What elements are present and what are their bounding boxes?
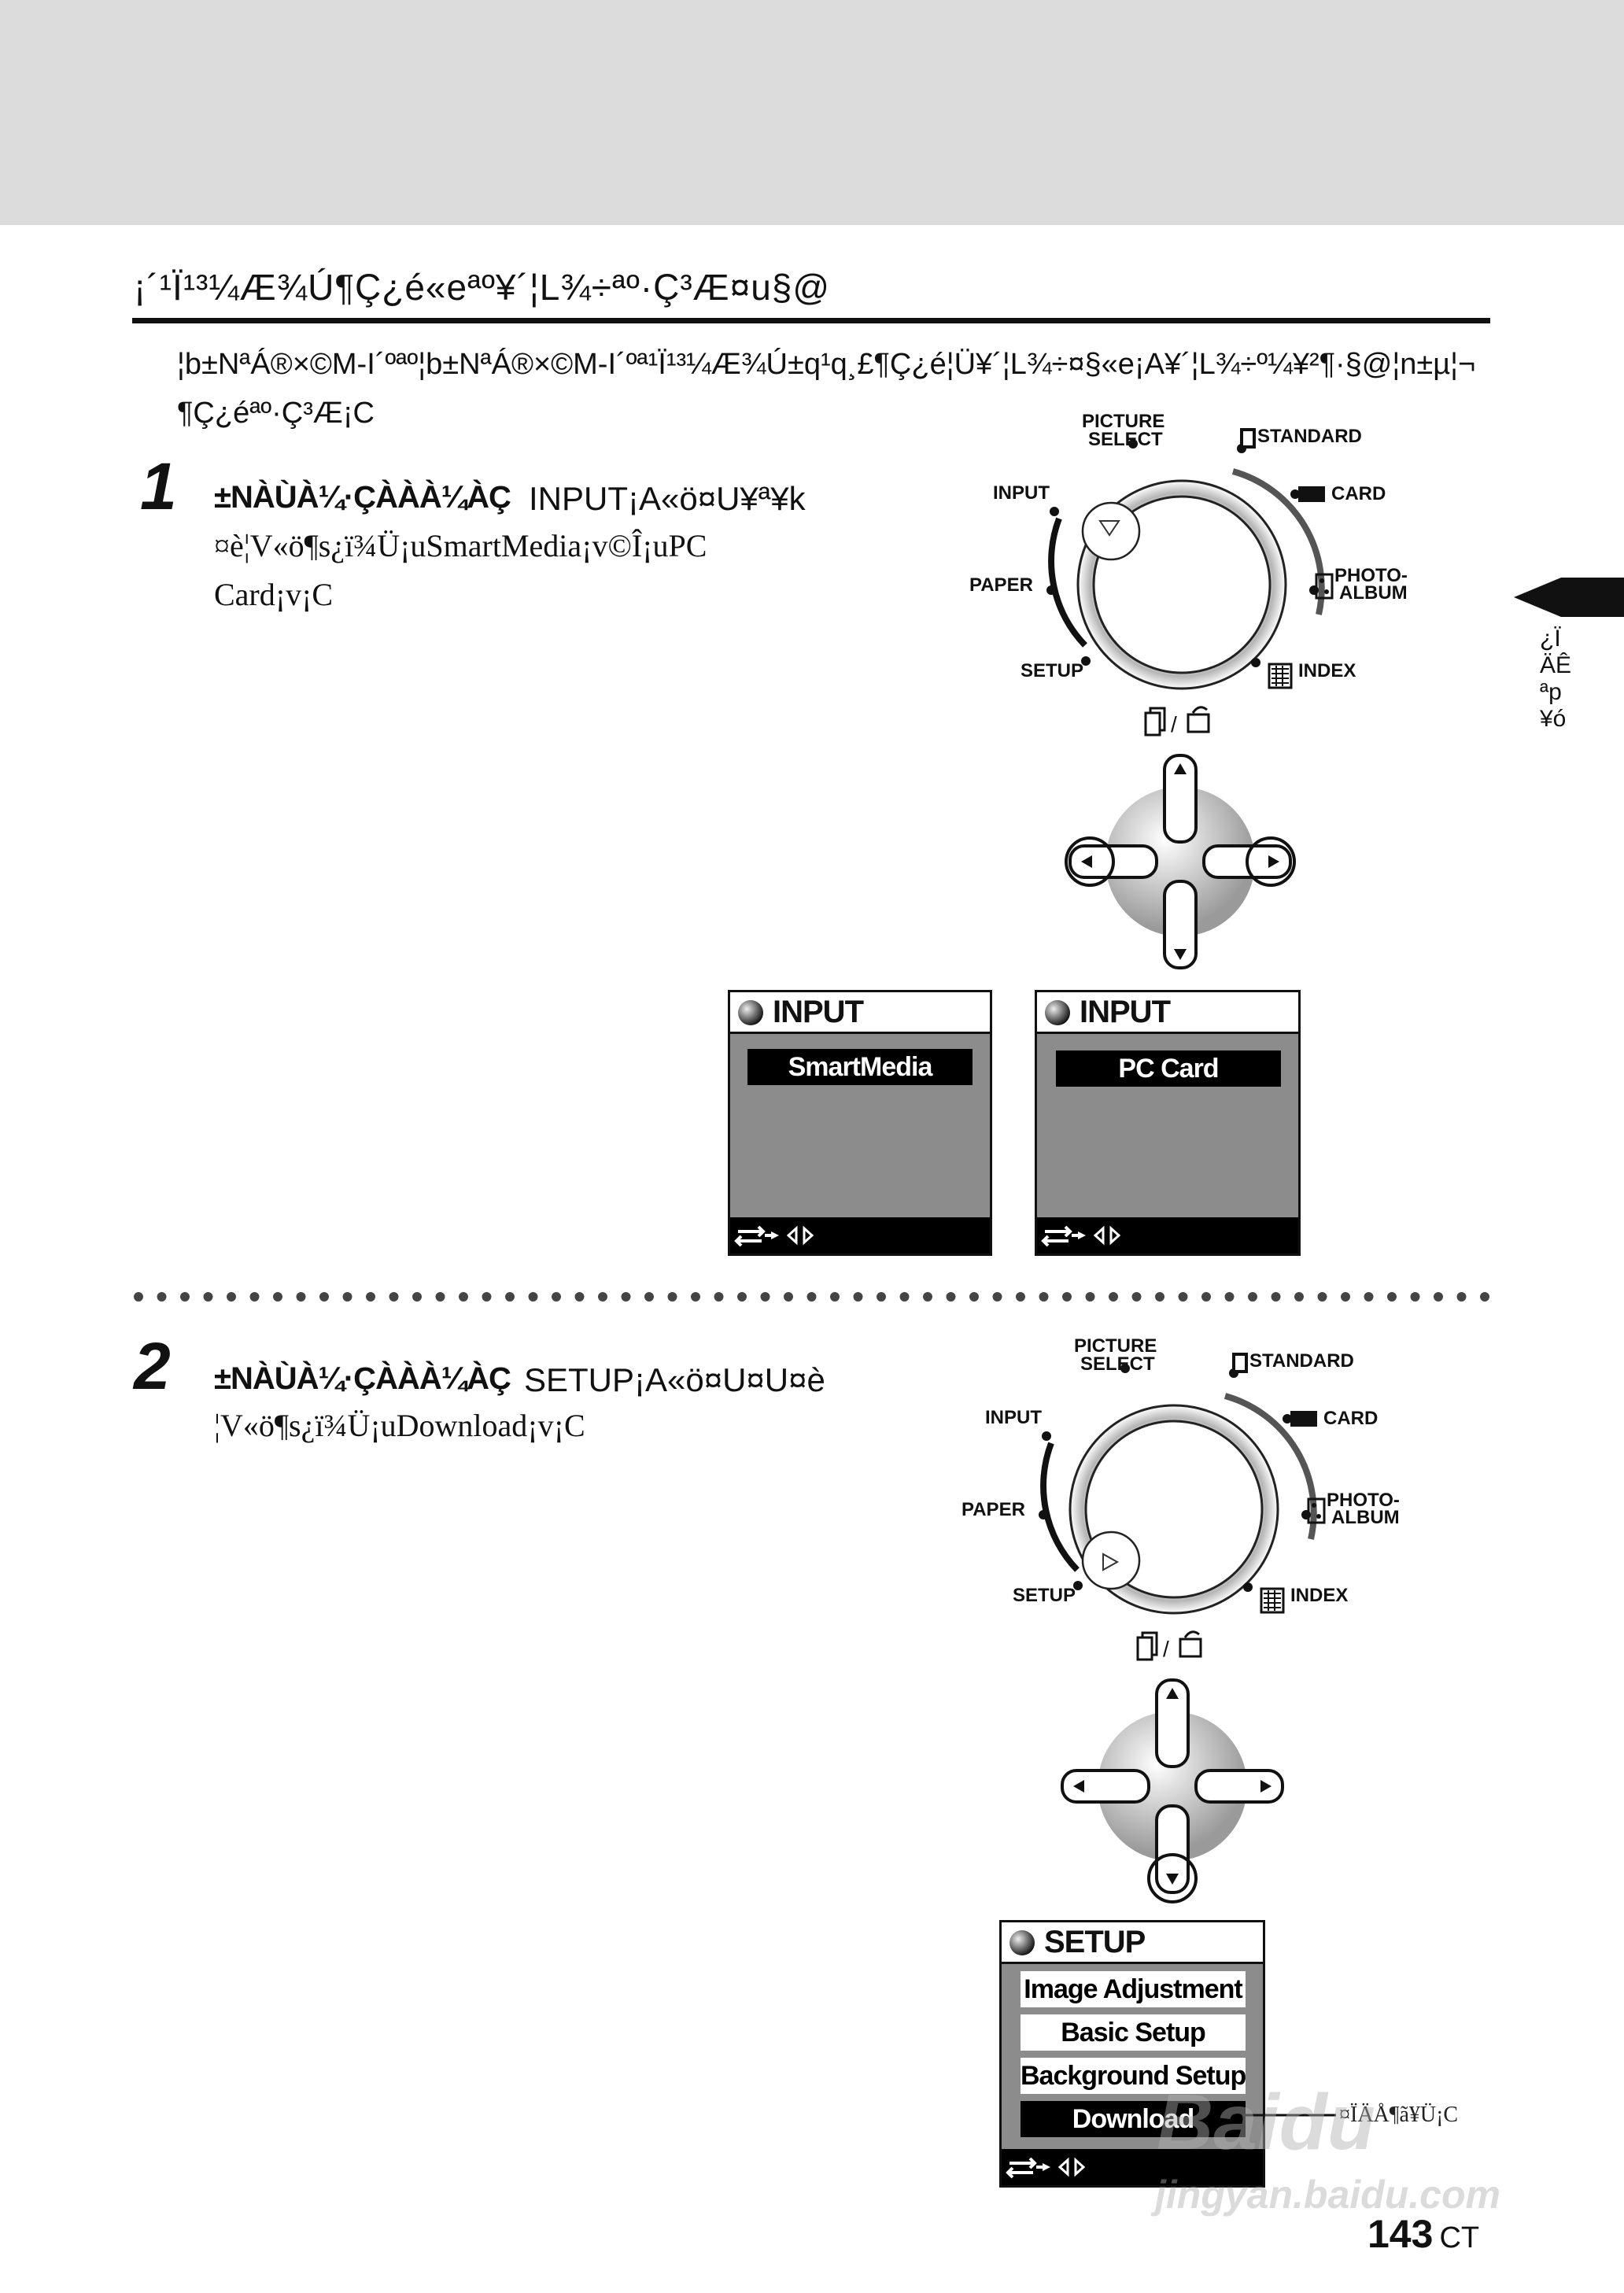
menu-ball-icon xyxy=(738,1000,763,1025)
lcd-option: Image Adjustment xyxy=(1021,1971,1246,2007)
dial-label-standard: STANDARD xyxy=(1249,1350,1354,1372)
left-button xyxy=(1061,1769,1150,1804)
section-tab-text: ¿Ï ÄÊ ªp ¥ó xyxy=(1540,626,1572,732)
picture-select-dial: PICTURE SELECT STANDARD CARD PHOTO- ALBU… xyxy=(961,1335,1400,1661)
index-icon xyxy=(1268,663,1293,689)
step-instruction: ¤è¦V«ö¶s¿ï¾Ü¡uSmartMedia¡v©Î¡uPC xyxy=(214,528,707,563)
top-banner xyxy=(0,0,1624,225)
lcd-screen-setup: SETUP Image Adjustment Basic Setup Backg… xyxy=(999,1920,1265,2188)
photo-album-icon xyxy=(1315,573,1334,600)
dial-label-photo: PHOTO- xyxy=(1334,565,1408,586)
step-instruction: ¦V«ö¶s¿ï¾Ü¡uDownload¡v¡C xyxy=(214,1408,585,1443)
down-highlight-ring xyxy=(1147,1853,1198,1903)
lcd-nav-icons xyxy=(1041,1225,1121,1247)
intro-line: ¦b±NªÁ®×©M-I´ºªº¦b±NªÁ®×©M-I´ºª¹Ï¹³¼Æ¾Ú±… xyxy=(177,348,1476,381)
copy-rotate-icon: / xyxy=(1136,1630,1202,1661)
step-number: 1 xyxy=(140,449,177,523)
step-heading: ±NÀÙÀ¼·ÇÀÀÀ¼ÀÇ xyxy=(214,480,511,515)
direction-pad xyxy=(1065,754,1296,969)
page-title: ¡´¹Ï¹³¼Æ¾Ú¶Ç¿é«eªº¥´¦L¾÷ªº·Ç³Æ¤u§@ xyxy=(134,267,831,308)
lcd-option: Basic Setup xyxy=(1021,2014,1246,2051)
dial-label-picture: PICTURE xyxy=(1082,411,1164,432)
dial-label-card: CARD xyxy=(1323,1408,1378,1429)
dial-label-album: ALBUM xyxy=(1339,582,1408,604)
dial-label-photo: PHOTO- xyxy=(1327,1490,1400,1511)
card-icon xyxy=(1290,1411,1317,1427)
callout-label: ¤ÏÄÅ¶ã¥Ü¡C xyxy=(1339,2103,1459,2127)
dial-label-paper: PAPER xyxy=(969,574,1033,596)
lcd-footer xyxy=(1002,2149,1263,2185)
lcd-footer xyxy=(1037,1217,1298,1254)
copy-rotate-icon: / xyxy=(1144,706,1210,737)
dial-label-paper: PAPER xyxy=(961,1499,1025,1520)
lcd-selected-option: Download xyxy=(1021,2101,1246,2137)
dial-label-setup: SETUP xyxy=(1021,660,1083,681)
watermark: Baidu xyxy=(1157,2078,1375,2166)
lcd-header: INPUT xyxy=(773,995,864,1029)
down-button xyxy=(1155,1804,1190,1894)
title-rule xyxy=(132,318,1490,323)
step-instruction: Card¡v¡C xyxy=(214,577,334,612)
svg-text:/: / xyxy=(1171,712,1177,737)
step-number: 2 xyxy=(134,1329,171,1403)
step-instruction: SETUP¡A«ö¤U¤U¤è xyxy=(524,1361,825,1398)
step-instruction: INPUT¡A«ö¤U¥ª¥k xyxy=(529,480,806,517)
dotted-separator xyxy=(134,1292,1490,1302)
lcd-screen-smartmedia: INPUT SmartMedia xyxy=(728,990,992,1256)
index-icon xyxy=(1260,1587,1285,1614)
dial-label-input: INPUT xyxy=(993,482,1050,504)
picture-select-dial: PICTURE SELECT STANDARD CARD PHOTO- ALBU… xyxy=(969,411,1408,737)
card-icon xyxy=(1298,486,1325,502)
down-button xyxy=(1163,880,1198,969)
up-button xyxy=(1163,754,1198,844)
dial-label-picture: PICTURE xyxy=(1074,1335,1157,1357)
section-tab-arrow xyxy=(1514,578,1624,617)
up-button xyxy=(1155,1678,1190,1768)
callout-line xyxy=(1243,2114,1336,2117)
right-button xyxy=(1194,1769,1284,1804)
lcd-option: Background Setup xyxy=(1021,2058,1246,2094)
intro-line: ¶Ç¿éªº·Ç³Æ¡C xyxy=(177,397,375,430)
dial-label-album: ALBUM xyxy=(1331,1507,1400,1528)
menu-ball-icon xyxy=(1009,1930,1035,1955)
lcd-header: SETUP xyxy=(1044,1925,1146,1959)
lcd-header: INPUT xyxy=(1080,995,1171,1029)
dial-label-input: INPUT xyxy=(985,1407,1042,1428)
left-highlight-ring xyxy=(1065,836,1115,887)
lcd-nav-icons xyxy=(734,1225,814,1247)
dial-label-card: CARD xyxy=(1331,483,1386,504)
lcd-nav-icons xyxy=(1006,2157,1086,2179)
lcd-footer xyxy=(730,1217,990,1254)
watermark-url: jingyan.baidu.com xyxy=(1155,2173,1500,2217)
dial-label-index: INDEX xyxy=(1298,660,1356,681)
direction-pad xyxy=(1061,1678,1284,1903)
dial-label-setup: SETUP xyxy=(1013,1585,1076,1606)
intro-paragraph: ¦b±NªÁ®×©M-I´ºªº¦b±NªÁ®×©M-I´ºª¹Ï¹³¼Æ¾Ú±… xyxy=(177,340,1562,438)
dial-label-select: SELECT xyxy=(1080,1353,1155,1375)
photo-album-icon xyxy=(1307,1497,1326,1524)
dial-label-index: INDEX xyxy=(1290,1585,1348,1606)
lcd-screen-pc-card: INPUT PC Card xyxy=(1035,990,1301,1256)
dial-label-standard: STANDARD xyxy=(1257,426,1362,447)
step-heading: ±NÀÙÀ¼·ÇÀÀÀ¼ÀÇ xyxy=(214,1361,511,1396)
lcd-selected-option: PC Card xyxy=(1056,1050,1281,1087)
right-highlight-ring xyxy=(1246,836,1296,887)
dial-label-select: SELECT xyxy=(1088,429,1163,450)
lcd-selected-option: SmartMedia xyxy=(747,1049,973,1085)
menu-ball-icon xyxy=(1045,1000,1070,1025)
svg-text:/: / xyxy=(1163,1637,1169,1661)
